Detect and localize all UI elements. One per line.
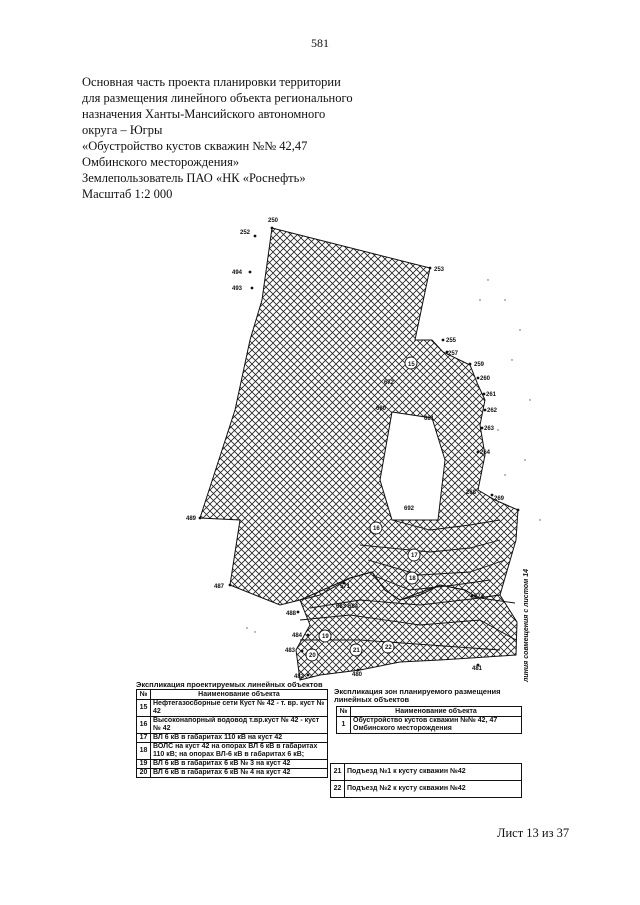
map-label: 15 — [408, 362, 415, 368]
row-number: 20 — [136, 768, 151, 778]
map-label: 263 — [484, 426, 495, 432]
table-header-cell: № — [336, 706, 351, 717]
site-plan-map: 250 252 253 255 257 259 260 261 262 263 … — [186, 218, 541, 681]
map-label: 680 — [376, 406, 387, 412]
map-label: 488 — [286, 611, 297, 617]
map-label: 571 — [340, 584, 351, 590]
map-label: 482 — [294, 674, 305, 680]
row-name: ВЛ 6 кВ в габаритах 6 кВ № 3 на куст 42 — [150, 759, 328, 769]
map-label: 260 — [480, 376, 491, 382]
header-line: для размещения линейного объекта региона… — [82, 91, 353, 105]
map-label: 484 — [292, 633, 303, 639]
row-name: ВЛ 6 кВ в габаритах 110 кВ на куст 42 — [150, 733, 328, 743]
map-label: 259 — [474, 362, 485, 368]
map-label: 261 — [486, 392, 497, 398]
legend-right-title: Экспликация зон планируемого размещения … — [334, 687, 501, 704]
map-label: 16 — [373, 526, 380, 532]
legend-left-title: Экспликация проектируемых линейных объек… — [136, 680, 323, 689]
row-name: Обустройство кустов скважин №№ 42, 47 Ом… — [350, 716, 522, 734]
row-number: 22 — [330, 780, 345, 798]
map-label: 494 — [232, 270, 243, 276]
map-label: 574 — [474, 594, 485, 600]
map-label: 268 — [466, 490, 477, 496]
page-number: 581 — [311, 36, 329, 50]
map-label: 250 — [268, 218, 279, 224]
header-line: Основная часть проекта планировки террит… — [82, 75, 341, 89]
row-name: ВОЛС на куст 42 на опорах ВЛ 6 кВ в габа… — [150, 742, 328, 760]
row-number: 19 — [136, 759, 151, 769]
map-label: 487 — [214, 584, 225, 590]
object-markers — [305, 356, 421, 662]
map-label: 483 — [285, 648, 296, 654]
row-name: Подъезд №2 к кусту скважин №42 — [344, 780, 522, 798]
table-row: № Наименование объекта — [336, 706, 522, 717]
sheet-number: Лист 13 из 37 — [497, 826, 570, 840]
map-label: 262 — [487, 408, 498, 414]
table-row: № Наименование объекта — [136, 689, 328, 700]
row-number: 17 — [136, 733, 151, 743]
hatched-zone-main — [199, 227, 519, 606]
map-label: 21 — [353, 648, 360, 654]
map-label: 252 — [240, 230, 251, 236]
map-label: 19 — [322, 634, 329, 640]
map-label: 489 — [186, 516, 197, 522]
row-name: Высоконапорный водовод т.вр.куст № 42 - … — [150, 716, 328, 734]
map-label: 264 — [480, 450, 491, 456]
document-header: Основная часть проекта планировки террит… — [82, 74, 402, 202]
map-label: 20 — [309, 653, 316, 659]
header-line: «Обустройство кустов скважин №№ 42,47 — [82, 139, 308, 153]
survey-dots — [246, 279, 541, 633]
row-number: 16 — [136, 716, 151, 734]
row-name: Подъезд №1 к кусту скважин №42 — [344, 763, 522, 781]
row-number: 18 — [136, 742, 151, 760]
header-line: Масштаб 1:2 000 — [82, 187, 173, 201]
table-header-cell: № — [136, 689, 151, 700]
map-label: 269 — [494, 496, 505, 502]
map-label: 493 — [232, 286, 243, 292]
map-label: 692 — [404, 506, 415, 512]
map-label: 683-684 — [336, 604, 359, 610]
inner-clearing — [379, 411, 446, 521]
map-label: 22 — [385, 645, 392, 651]
header-line: Землепользователь ПАО «НК «Роснефть» — [82, 171, 306, 185]
row-number: 21 — [330, 763, 345, 781]
row-number: 15 — [136, 699, 151, 717]
map-label: 672 — [384, 380, 395, 386]
map-label: 18 — [409, 576, 416, 582]
map-label: 253 — [434, 267, 445, 273]
map-label: 480 — [352, 672, 363, 678]
boundary-points — [198, 226, 520, 677]
map-label: 255 — [446, 338, 457, 344]
map-label: 481 — [472, 666, 483, 672]
map-label: 681 — [424, 416, 435, 422]
header-line: Омбинского месторождения» — [82, 155, 240, 169]
row-number: 1 — [336, 716, 351, 734]
table-header-cell: Наименование объекта — [350, 706, 522, 717]
header-line: округа – Югры — [82, 123, 163, 137]
map-label: 17 — [411, 553, 418, 559]
map-label: 257 — [448, 351, 459, 357]
table-header-cell: Наименование объекта — [150, 689, 328, 700]
header-line: назначения Ханты-Мансийского автономного — [82, 107, 326, 121]
row-name: ВЛ 6 кВ в габаритах 6 кВ № 4 на куст 42 — [150, 768, 328, 778]
row-name: Нефтегазосборные сети Куст № 42 - т. вр.… — [150, 699, 328, 717]
sheet-join-caption: линия совмещения с листом 14 — [523, 568, 530, 682]
